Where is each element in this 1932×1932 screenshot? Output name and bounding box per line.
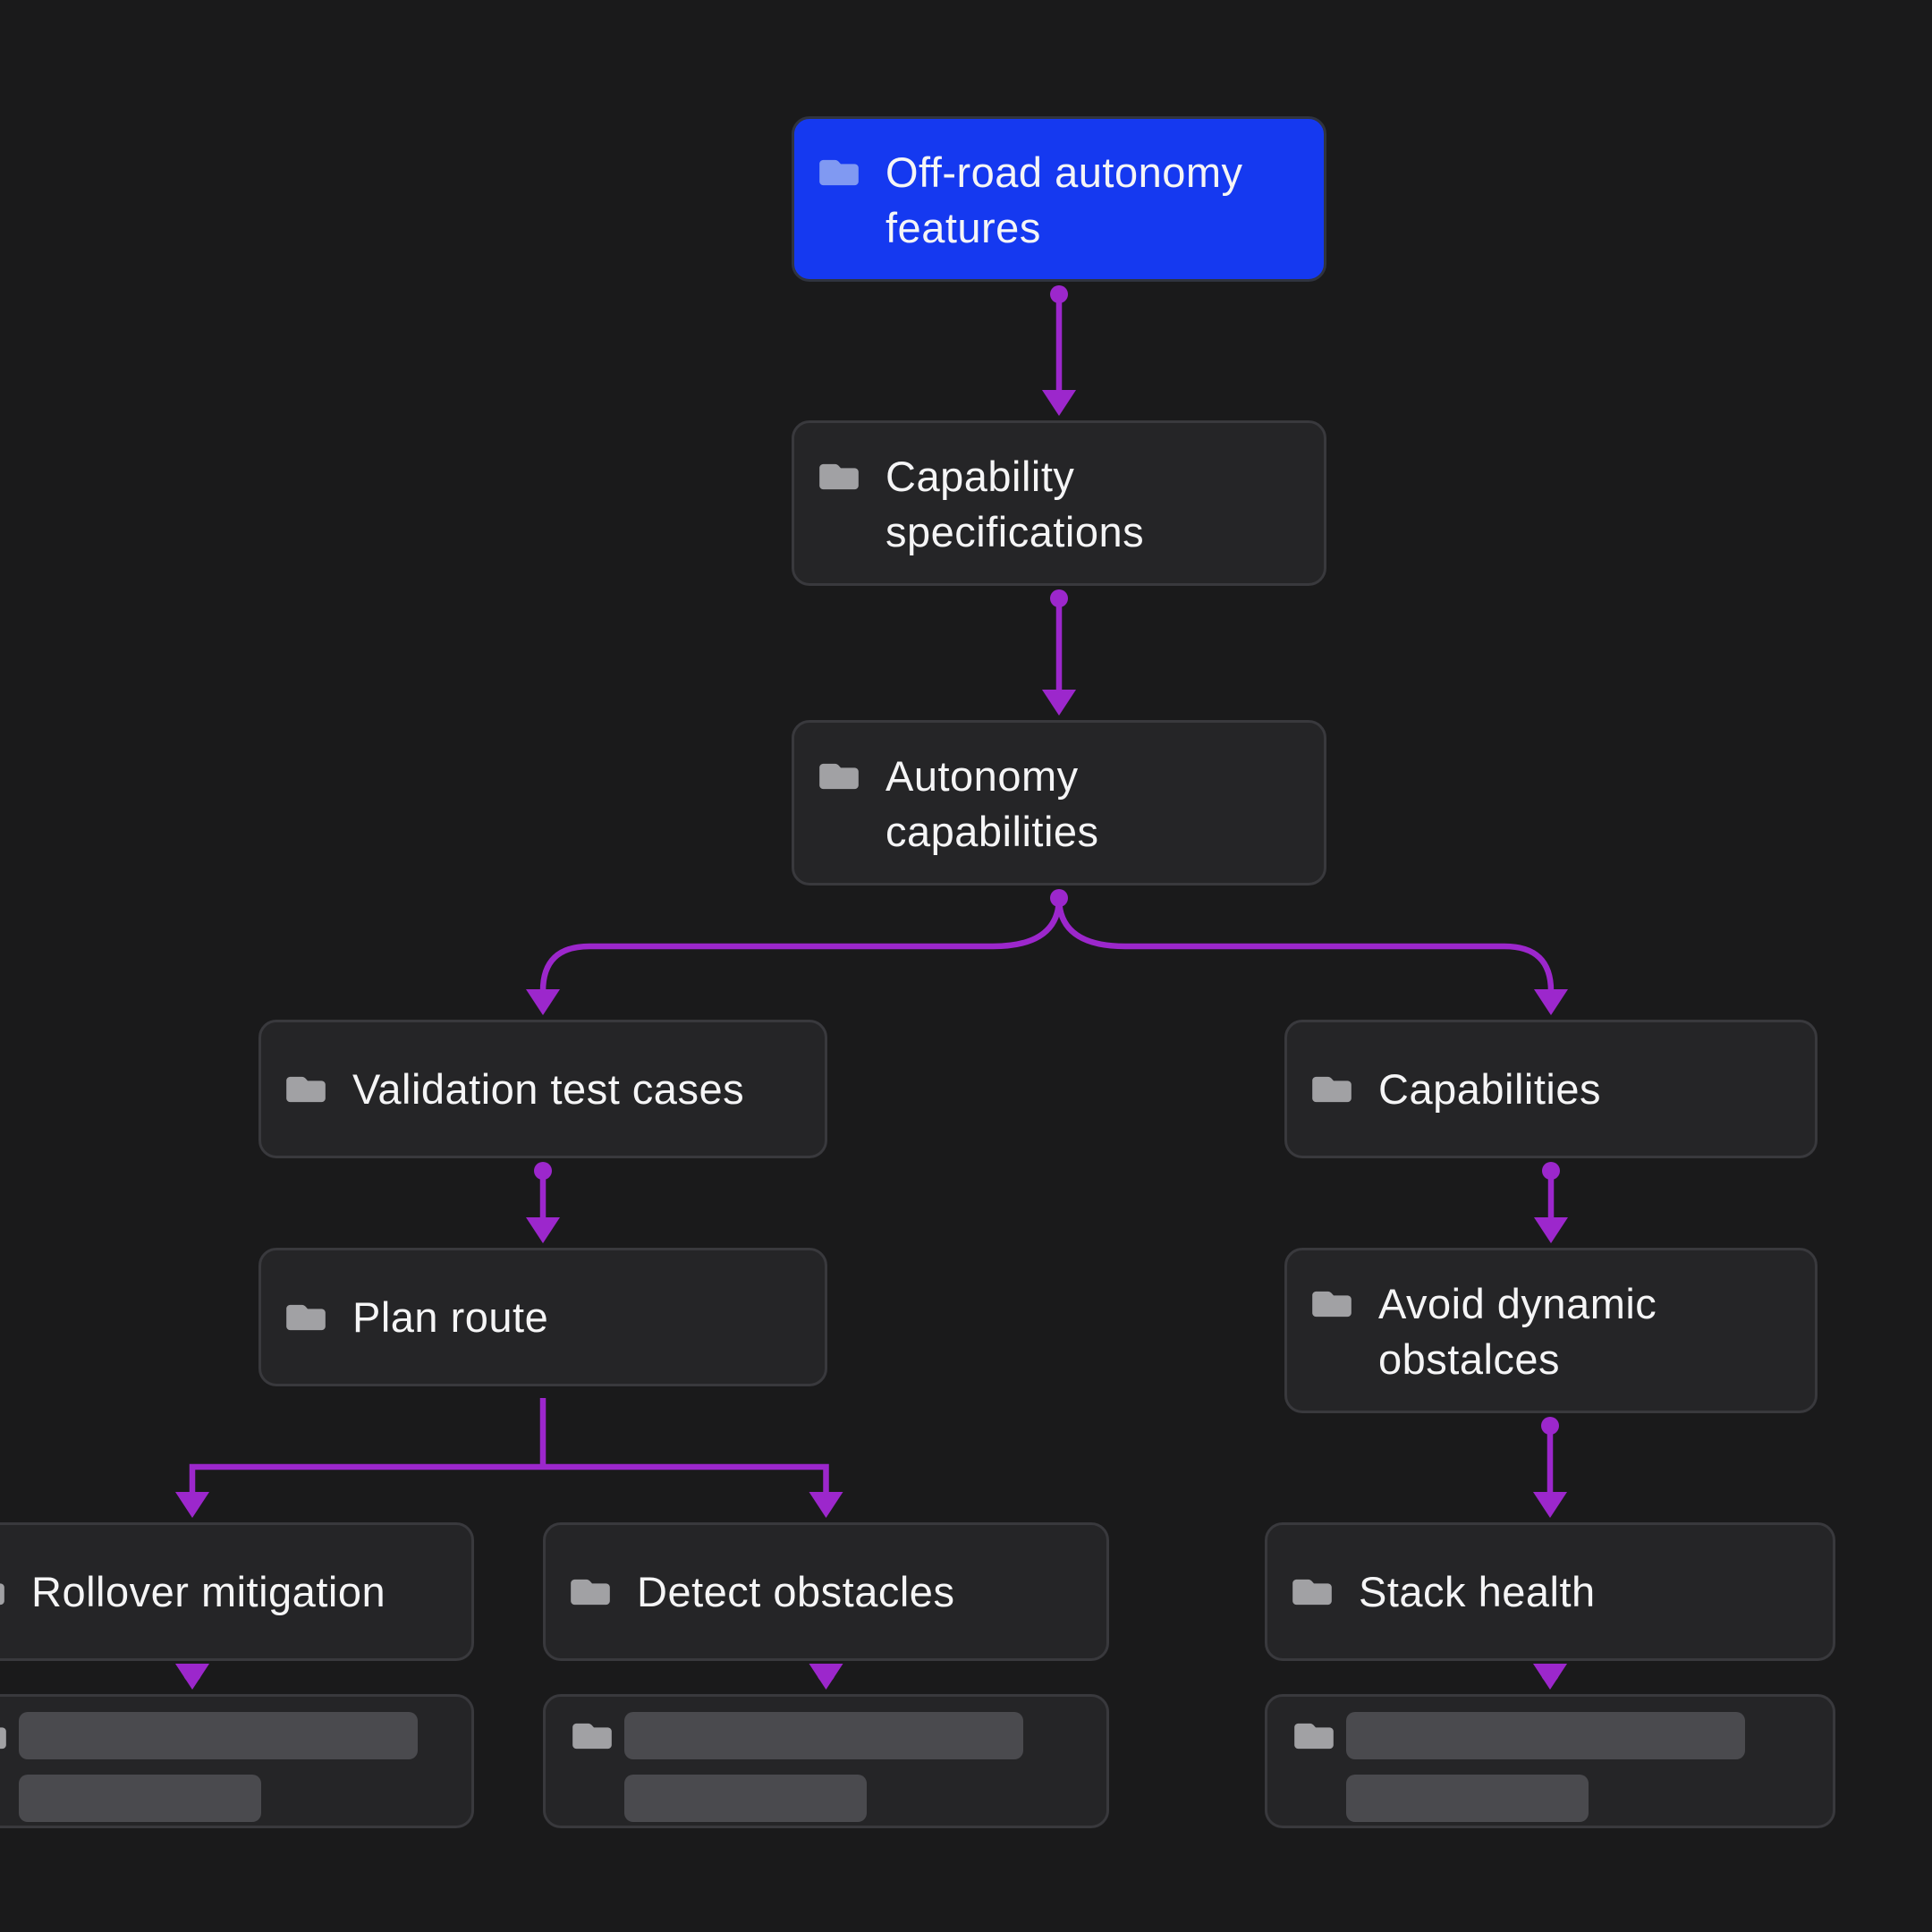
- node-label: Rollover mitigation: [31, 1564, 386, 1620]
- tree-node-detect-obstacles-child[interactable]: [543, 1694, 1109, 1828]
- tree-node-rollover-mitigation-child[interactable]: [0, 1694, 474, 1828]
- placeholder-bar: [1346, 1712, 1745, 1759]
- node-label-line: Plan route: [352, 1293, 549, 1341]
- folder-icon: [818, 155, 860, 191]
- folder-icon: [284, 1072, 327, 1107]
- folder-icon: [1291, 1574, 1334, 1610]
- placeholder-bar: [624, 1775, 867, 1822]
- placeholder-bar: [624, 1712, 1023, 1759]
- connector-arrowhead: [1042, 690, 1076, 716]
- node-label: Capability specifications: [886, 449, 1144, 560]
- connector-arrowhead: [1533, 1664, 1567, 1690]
- node-label-line: Autonomy: [886, 752, 1079, 800]
- node-label-line: features: [886, 204, 1041, 251]
- node-label: Plan route: [352, 1290, 548, 1345]
- node-label: Detect obstacles: [637, 1564, 954, 1620]
- node-label: Avoid dynamic obstalces: [1378, 1276, 1657, 1387]
- tree-node-stack-health[interactable]: Stack health: [1265, 1522, 1835, 1661]
- node-label-line: obstalces: [1378, 1335, 1561, 1383]
- tree-node-validation-test-cases[interactable]: Validation test cases: [258, 1020, 827, 1158]
- connector-arrowhead: [175, 1664, 209, 1690]
- folder-icon: [818, 758, 860, 794]
- tree-node-root[interactable]: Off-road autonomy features: [792, 116, 1326, 282]
- node-label-line: Detect obstacles: [637, 1568, 955, 1615]
- node-label-line: Validation test cases: [352, 1065, 745, 1113]
- node-label-line: capabilities: [886, 808, 1099, 855]
- folder-icon: [1310, 1072, 1353, 1107]
- connector-source-dot: [1050, 889, 1068, 907]
- connector-curve-left: [539, 897, 1063, 993]
- tree-node-stack-health-child[interactable]: [1265, 1694, 1835, 1828]
- connector-source-dot: [1541, 1665, 1559, 1682]
- node-label-line: Off-road autonomy: [886, 148, 1243, 196]
- tree-node-autonomy-capabilities[interactable]: Autonomy capabilities: [792, 720, 1326, 886]
- node-label-line: Capability: [886, 453, 1075, 500]
- connector-arrowhead: [526, 1217, 560, 1243]
- connector-arrowhead: [1534, 1217, 1568, 1243]
- connector-arrowhead: [1042, 390, 1076, 416]
- connector-source-dot: [1542, 1162, 1560, 1180]
- connector-curve-right: [1055, 897, 1555, 993]
- node-label: Validation test cases: [352, 1062, 744, 1117]
- tree-node-avoid-dynamic-obstalces[interactable]: Avoid dynamic obstalces: [1284, 1248, 1818, 1413]
- connector-source-dot: [183, 1665, 201, 1682]
- connector-arrowhead: [526, 989, 560, 1015]
- placeholder-bar: [19, 1712, 418, 1759]
- folder-icon: [1310, 1286, 1353, 1322]
- folder-icon: [571, 1718, 614, 1754]
- folder-icon: [0, 1574, 6, 1610]
- tree-node-detect-obstacles[interactable]: Detect obstacles: [543, 1522, 1109, 1661]
- node-label: Autonomy capabilities: [886, 749, 1099, 860]
- connector-source-dot: [534, 1162, 552, 1180]
- connector-source-dot: [817, 1665, 835, 1682]
- folder-icon: [0, 1718, 8, 1754]
- node-label: Off-road autonomy features: [886, 145, 1243, 256]
- connector-source-dot: [1050, 589, 1068, 607]
- node-label: Capabilities: [1378, 1062, 1601, 1117]
- connector-source-dot: [1541, 1417, 1559, 1435]
- folder-icon: [818, 459, 860, 495]
- connector-arrowhead: [1533, 1492, 1567, 1518]
- folder-icon: [1292, 1718, 1335, 1754]
- tree-node-capabilities[interactable]: Capabilities: [1284, 1020, 1818, 1158]
- placeholder-bar: [19, 1775, 261, 1822]
- connector-arrowhead: [809, 1664, 843, 1690]
- tree-node-plan-route[interactable]: Plan route: [258, 1248, 827, 1386]
- node-label-line: Rollover mitigation: [31, 1568, 386, 1615]
- node-label-line: Avoid dynamic: [1378, 1280, 1657, 1327]
- node-label-line: Stack health: [1359, 1568, 1596, 1615]
- node-label-line: Capabilities: [1378, 1065, 1601, 1113]
- node-label-line: specifications: [886, 508, 1145, 555]
- folder-icon: [284, 1300, 327, 1335]
- connector-source-dot: [1050, 285, 1068, 303]
- tree-node-rollover-mitigation[interactable]: Rollover mitigation: [0, 1522, 474, 1661]
- connector-arrowhead: [1534, 989, 1568, 1015]
- placeholder-bar: [1346, 1775, 1589, 1822]
- node-label: Stack health: [1359, 1564, 1596, 1620]
- connector-arrowhead: [809, 1492, 843, 1518]
- connector-arrowhead: [175, 1492, 209, 1518]
- folder-icon: [569, 1574, 612, 1610]
- connector-elbow: [189, 1463, 829, 1496]
- tree-node-capability-specifications[interactable]: Capability specifications: [792, 420, 1326, 586]
